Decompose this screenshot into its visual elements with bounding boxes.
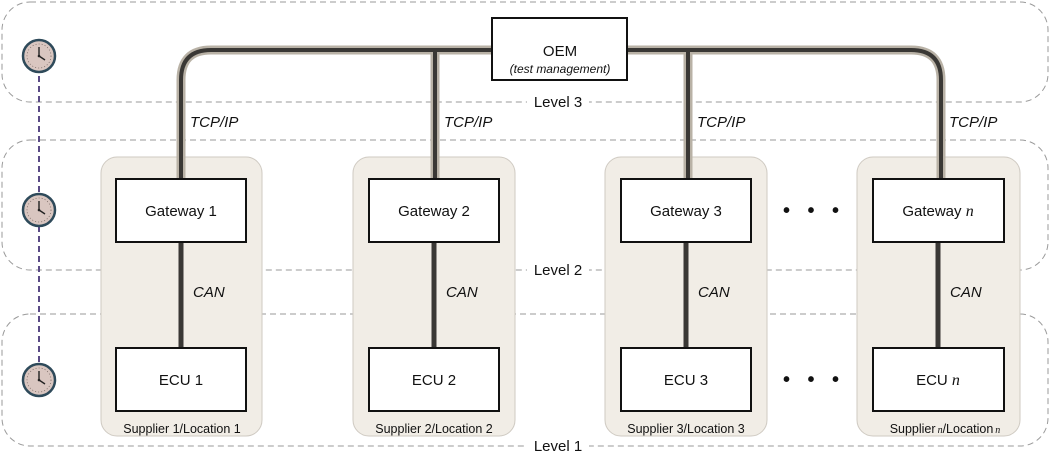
gateway-box-2: [368, 178, 500, 243]
can-label-3: CAN: [698, 284, 730, 301]
ecu-label-n-var: n: [952, 372, 960, 389]
gateway-label-n-var: n: [966, 203, 974, 220]
tcpip-label-n: TCP/IP: [949, 114, 997, 131]
oem-subtitle: (test management): [510, 62, 611, 76]
can-links: [178, 242, 941, 348]
level-3-label: Level 3: [534, 94, 582, 111]
level-1-region: [1, 313, 1049, 447]
level-labels: Level 3 Level 2 Level 1: [527, 93, 589, 455]
supplier-label-n-mid: /Location: [943, 422, 994, 436]
ecu-label-n: ECU n: [916, 372, 960, 389]
ecu-box-n: [872, 347, 1005, 412]
level-2-label-bg: [527, 261, 589, 279]
supplier-label-1: Supplier 1/Location 1: [123, 422, 240, 436]
gateway-box-3: [620, 178, 752, 243]
gateway-box-n: [872, 178, 1005, 243]
ellipsis-markers: • • • • • •: [783, 200, 845, 391]
supplier-label-n-var-2: n: [995, 425, 1000, 436]
ecu-nodes: ECU 1 ECU 2 ECU 3 ECU n: [115, 347, 1005, 412]
ecu-label-2: ECU 2: [412, 372, 456, 389]
tcpip-label-1: TCP/IP: [190, 114, 238, 131]
gateway-nodes: Gateway 1 Gateway 2 Gateway 3 Gateway n: [115, 178, 1005, 243]
clock-icon: [21, 192, 57, 228]
tcpip-label-2: TCP/IP: [444, 114, 492, 131]
level-2-label: Level 2: [534, 262, 582, 279]
level-1-label: Level 1: [534, 438, 582, 455]
ellipsis-gateway-row: • • •: [783, 200, 845, 222]
protocol-labels: TCP/IP TCP/IP TCP/IP TCP/IP CAN CAN CAN …: [190, 114, 997, 301]
supplier-label-3: Supplier 3/Location 3: [627, 422, 744, 436]
clock-icon: [21, 362, 57, 398]
gateway-box-1: [115, 178, 247, 243]
level-2-region: [1, 139, 1049, 271]
ecu-label-1: ECU 1: [159, 372, 203, 389]
supplier-labels: Supplier 1/Location 1 Supplier 2/Locatio…: [123, 422, 1000, 436]
level-1-label-bg: [527, 437, 589, 455]
gateway-label-1: Gateway 1: [145, 203, 217, 220]
level-regions: [1, 1, 1049, 447]
can-label-n: CAN: [950, 284, 982, 301]
oem-title: OEM: [543, 43, 577, 60]
level-3-label-bg: [527, 93, 589, 111]
ecu-label-n-text: ECU: [916, 372, 948, 389]
supplier-label-n-var-1: n: [938, 425, 943, 436]
gateway-label-n: Gateway n: [902, 203, 973, 220]
oem-node: OEM (test management): [491, 17, 628, 81]
can-label-1: CAN: [193, 284, 225, 301]
ecu-label-3: ECU 3: [664, 372, 708, 389]
ecu-box-2: [368, 347, 500, 412]
clock-icon: [21, 38, 57, 74]
gateway-label-n-text: Gateway: [902, 203, 962, 220]
supplier-label-2: Supplier 2/Location 2: [375, 422, 492, 436]
ecu-box-1: [115, 347, 247, 412]
can-label-2: CAN: [446, 284, 478, 301]
gateway-label-2: Gateway 2: [398, 203, 470, 220]
level-3-region: [1, 1, 1049, 103]
oem-box: [491, 17, 628, 81]
ellipsis-ecu-row: • • •: [783, 369, 845, 391]
tcpip-label-3: TCP/IP: [697, 114, 745, 131]
gateway-label-3: Gateway 3: [650, 203, 722, 220]
supplier-label-n-text: Supplier: [890, 422, 936, 436]
ecu-box-3: [620, 347, 752, 412]
